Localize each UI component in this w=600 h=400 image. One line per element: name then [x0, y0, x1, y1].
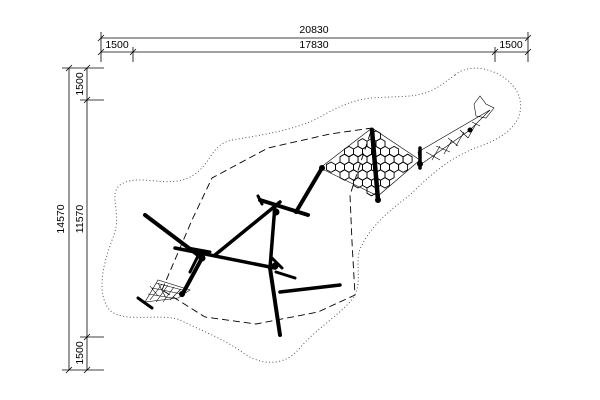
dim-margin-right: 1500 — [499, 39, 523, 51]
net-hex-cell — [326, 161, 336, 173]
log-beam — [256, 194, 264, 206]
right-rope-net — [417, 95, 495, 166]
log-frame-structure — [136, 127, 422, 337]
vertical-dimensions: 14570 1500 11570 1500 — [55, 64, 104, 374]
net-hex-cell — [398, 161, 409, 173]
net-hex-cell — [380, 177, 390, 189]
post — [198, 254, 206, 262]
post — [179, 291, 185, 297]
net-hex-cell — [339, 169, 350, 181]
safety-zone-outline — [101, 67, 522, 363]
log-beam — [369, 127, 381, 203]
log-beam — [136, 296, 154, 310]
log-beam — [274, 270, 297, 280]
dim-inner-width: 17830 — [299, 39, 328, 51]
dim-inner-depth: 11570 — [74, 205, 86, 234]
horizontal-dimensions: 20830 1500 17830 1500 — [97, 24, 532, 62]
log-beam — [180, 256, 204, 297]
hexagonal-rope-net — [319, 127, 421, 197]
play-area-frame — [161, 127, 373, 325]
log-beam — [213, 200, 282, 257]
post — [467, 127, 473, 133]
log-beam — [186, 246, 212, 254]
left-rope-net — [144, 279, 191, 303]
log-beam — [278, 283, 342, 294]
dim-margin-left: 1500 — [105, 39, 129, 51]
log-beam — [270, 256, 284, 270]
post — [271, 262, 279, 270]
dim-margin-top: 1500 — [74, 72, 86, 96]
post — [417, 161, 423, 167]
post — [272, 208, 280, 216]
log-beam — [294, 166, 324, 214]
dim-overall-width: 20830 — [299, 24, 328, 36]
dim-overall-depth: 14570 — [55, 204, 67, 233]
log-beam — [173, 246, 277, 270]
dim-margin-bottom: 1500 — [74, 341, 86, 365]
post — [375, 197, 381, 203]
log-beam — [188, 250, 202, 274]
log-posts — [179, 127, 473, 297]
log-beam — [268, 266, 282, 337]
post — [319, 165, 325, 171]
log-beam — [258, 198, 310, 217]
